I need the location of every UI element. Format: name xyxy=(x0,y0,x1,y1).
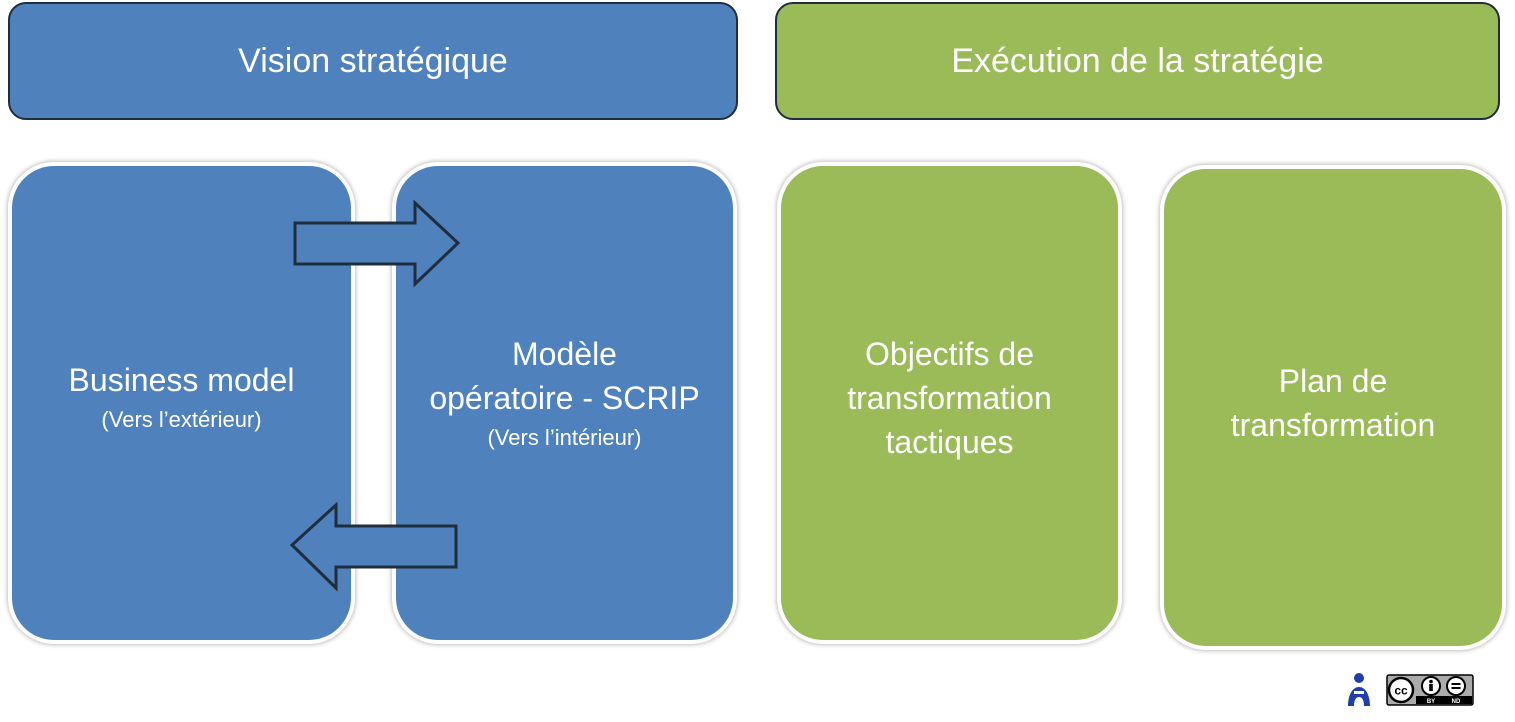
plan-transformation-card: Plan de transformation xyxy=(1160,165,1506,650)
arrow-left-icon xyxy=(289,501,458,592)
business-model-subtitle: (Vers l’extérieur) xyxy=(101,407,262,432)
vision-strategique-label: Vision stratégique xyxy=(238,41,508,80)
arrow-right-icon xyxy=(293,199,461,288)
execution-strategie-label: Exécution de la stratégie xyxy=(951,41,1324,80)
objectifs-transformation-title: Objectifs de transformation tactiques xyxy=(847,336,1052,460)
modele-operatoire-subtitle: (Vers l’intérieur) xyxy=(487,425,642,450)
business-model-title: Business model xyxy=(68,362,295,398)
nd-label: ND xyxy=(1452,699,1461,705)
cc-by-nd-icon: cc BY ND xyxy=(1386,674,1474,706)
modele-operatoire-title: Modèle opératoire - SCRIP xyxy=(429,336,700,416)
person-logo-icon xyxy=(1348,673,1370,706)
objectifs-transformation-card: Objectifs de transformation tactiques xyxy=(777,162,1122,644)
execution-strategie-banner: Exécution de la stratégie xyxy=(775,2,1500,120)
cc-label: cc xyxy=(1394,684,1408,698)
plan-transformation-title: Plan de transformation xyxy=(1230,362,1436,443)
by-label: BY xyxy=(1427,699,1435,705)
vision-strategique-banner: Vision stratégique xyxy=(8,2,738,120)
